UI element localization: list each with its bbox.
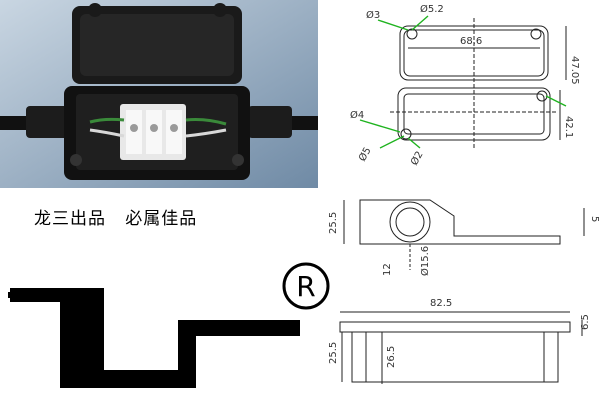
dim-width: 68.6: [460, 36, 482, 47]
registered-circle: [282, 262, 330, 310]
dim-front-top: 6.5: [580, 314, 591, 330]
wires: [89, 117, 227, 138]
dim-d5-2: Ø5.2: [420, 3, 444, 15]
dim-d3: Ø3: [366, 9, 380, 21]
lid-hole-left: [406, 28, 418, 40]
dim-side-offset: 12: [382, 263, 393, 276]
front-lid: [339, 321, 571, 333]
dim-side-height: 25.5: [328, 212, 339, 234]
dim-front-length: 82.5: [430, 298, 452, 309]
dim-side-step: 5: [589, 216, 600, 222]
leader-lines: [359, 15, 567, 149]
lid-hole-right: [530, 28, 542, 40]
dim-front-inner: 26.5: [386, 346, 397, 368]
junction-box-lid: [72, 3, 242, 84]
front-view-drawing: 82.5 6.5 25.5 26.5: [328, 298, 591, 384]
side-outline: [359, 199, 561, 245]
side-cable-hole: [389, 201, 431, 243]
logo-mark: [8, 288, 300, 388]
terminal-block: [120, 104, 186, 160]
dim-front-outer: 25.5: [328, 342, 339, 364]
lid-outline: [399, 25, 549, 81]
slogan-text: 龙三出品 必属佳品: [34, 209, 198, 229]
base-hole-right: [536, 90, 548, 102]
junction-box-photo: [0, 0, 318, 188]
dim-d4: Ø4: [350, 109, 364, 121]
cable-right: [248, 106, 318, 138]
brand-logo: R: [8, 262, 330, 388]
dim-lid-height: 47.05: [569, 56, 580, 85]
base-hole-left: [400, 128, 412, 140]
cable-left: [0, 106, 70, 138]
dim-base-height: 42.1: [563, 116, 574, 138]
registered-mark: R: [296, 270, 315, 303]
logo-stem: [60, 292, 90, 388]
dim-d2: Ø2: [408, 149, 426, 167]
front-body: [351, 331, 559, 383]
side-view-drawing: 25.5 Ø15.6 12 5: [328, 199, 600, 276]
dim-side-hole: Ø15.6: [419, 246, 431, 276]
top-view-drawing: Ø3 Ø5.2 68.6 47.05 Ø4 42.1 Ø5 Ø2: [350, 3, 580, 168]
dim-d5: Ø5: [356, 145, 374, 163]
